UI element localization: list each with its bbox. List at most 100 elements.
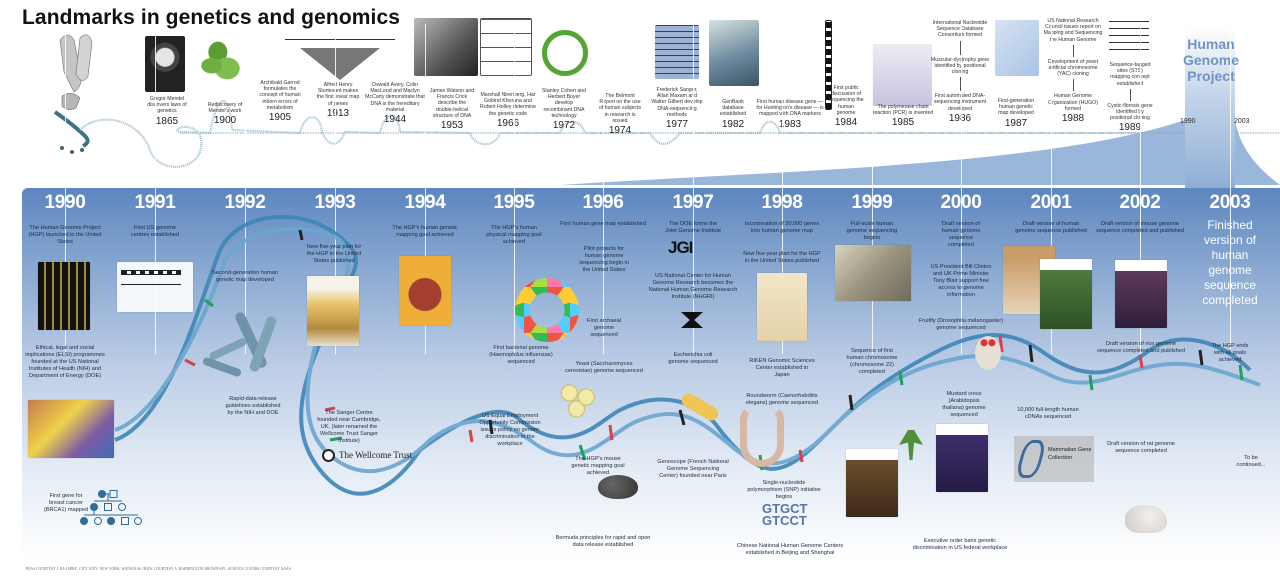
- wellcome-trust-logo-icon: [322, 449, 335, 462]
- event-1990-brca1: First gene for breast cancer (BRCA1) map…: [43, 493, 89, 513]
- year-heading-1997: 1997: [672, 192, 714, 213]
- mgc-logo-text: Mammalian Gene Collection: [1048, 447, 1092, 461]
- pcr-diagram: [872, 44, 932, 106]
- early-event-1982: GenBank database established 1982: [719, 99, 747, 130]
- year-heading-1998: 1998: [761, 192, 803, 213]
- early-event-1984: First public discussion of sequencing th…: [828, 85, 864, 129]
- event-2000-draft-completed: Draft version of human genome sequence c…: [941, 221, 981, 248]
- event-1997-nhgri: US National Center for Human Genome Rese…: [648, 273, 738, 300]
- bacterial-genome-ring-image: [515, 278, 579, 342]
- keyboard-photo: [709, 20, 759, 86]
- year-heading-1993: 1993: [314, 192, 356, 213]
- event-1998-snp: Single-nucleotide polymorphism (SNP) ini…: [747, 480, 821, 500]
- early-event-1865: Gregor Mendel discovers laws of genetics…: [147, 96, 187, 127]
- event-1998-riken: RIKEN Genomic Sciences Center establishe…: [749, 358, 815, 378]
- event-1998-roundworm: Roundworm (Caenorhabditis elegans) genom…: [745, 393, 819, 406]
- chromosome-models-image: [198, 305, 288, 385]
- pea-pods-image: [190, 36, 252, 90]
- early-event-1977: Frederick Sanger, Allan Maxam and Walter…: [651, 87, 703, 131]
- mammalian-gene-collection-logo: Mammalian Gene Collection: [1014, 436, 1094, 482]
- rat-image: [1125, 505, 1167, 533]
- event-1995-bacterial-genome: First bacterial genome (Haemophilus infl…: [489, 345, 553, 365]
- fruitfly-image: [975, 336, 1001, 370]
- nature-cover-2002: [1115, 260, 1167, 328]
- divider-2003: [1230, 24, 1231, 354]
- divider-1992: [245, 24, 246, 354]
- event-2000-fruitfly: Fruitfly (Drosophila melanogaster) genom…: [918, 318, 1004, 331]
- snp-sequence-bottom: GTCCT: [762, 513, 807, 528]
- year-heading-1992: 1992: [224, 192, 266, 213]
- event-2000-executive-order: Executive order bans genetic discriminat…: [912, 538, 1008, 551]
- event-1996-gene-map: First human gene map established: [560, 221, 646, 227]
- early-event-1989: Sequence-tagged sites (STS) mapping conc…: [1107, 62, 1153, 134]
- event-2002-rat-draft: Draft version of rat genome sequence com…: [1107, 441, 1175, 454]
- event-1996-mouse-mapping-goal: The HGP's mouse genetic mapping goal ach…: [571, 456, 625, 476]
- event-2001-draft-published: Draft version of human genome sequence p…: [1015, 221, 1087, 234]
- event-2003-finished-sequence: Finished version of human genome sequenc…: [1202, 218, 1258, 307]
- early-event-1913: Alfred Henry Sturtevant makes the first …: [316, 82, 360, 119]
- year-heading-2000: 2000: [940, 192, 982, 213]
- year-heading-2002: 2002: [1119, 192, 1161, 213]
- year-heading-2001: 2001: [1030, 192, 1072, 213]
- early-event-1974: The Belmont Report on the use of human s…: [598, 93, 642, 137]
- nhgri-logo-icon: [681, 312, 703, 328]
- nature-cover-1999: [846, 449, 898, 517]
- mendel-portrait-image: [145, 36, 185, 92]
- event-1994-genetic-mapping-goal: The HGP's human genetic mapping goal ach…: [392, 225, 458, 238]
- event-1992-data-release: Rapid-data-release guidelines establishe…: [225, 396, 281, 416]
- sequencing-lab-photo: [835, 245, 911, 301]
- early-event-1953: James Watson and Francis Crick describe …: [429, 88, 475, 132]
- divider-2001: [1051, 24, 1052, 354]
- event-1996-bermuda-principles: Bermuda principles for rapid and open da…: [555, 535, 651, 548]
- year-heading-1995: 1995: [493, 192, 535, 213]
- event-1992-genetic-map: Second-generation human genetic map deve…: [212, 270, 278, 283]
- event-1997-jgi: The DOE forms the Joint Genome Institute: [665, 221, 721, 234]
- chromosome-4-ideogram: [825, 20, 832, 110]
- event-1997-genoscope: Genoscope (French National Genome Sequen…: [657, 459, 729, 479]
- science-cover-1993: [307, 276, 359, 346]
- year-heading-1996: 1996: [582, 192, 624, 213]
- watson-crick-photo: [414, 18, 478, 76]
- genetic-physical-map-diagram: [117, 262, 193, 312]
- event-1993-sanger-centre: The Sanger Centre founded near Cambridge…: [317, 410, 381, 444]
- divider-1993: [335, 24, 336, 354]
- mouse-image: [598, 475, 638, 499]
- year-heading-1999: 1999: [851, 192, 893, 213]
- event-1996-archaeal-genome: First archaeal genome sequenced: [587, 318, 621, 338]
- page-title: Landmarks in genetics and genomics: [22, 6, 401, 29]
- early-event-1986: International Nucleotide Sequence Databa…: [930, 20, 990, 124]
- event-2003-to-be-continued: To be continued...: [1236, 455, 1266, 468]
- nature-genetics-cover: [399, 256, 451, 326]
- early-event-1900: Rediscovery of Mendel's work 1900: [207, 102, 243, 127]
- divider-1996: [603, 24, 604, 354]
- image-credits: PEAS COURTESY J. BLAMIRE, CITY UNIV. NEW…: [26, 567, 291, 571]
- event-1990-elsi: Ethical, legal and social implications (…: [25, 345, 105, 379]
- event-1995-physical-mapping-goal: The HGP's human physical mapping goal ac…: [486, 225, 542, 245]
- divider-2002: [1140, 24, 1141, 354]
- nature-cover-2000: [936, 424, 988, 492]
- divider-1998: [782, 24, 783, 354]
- sequencing-gel-image: [655, 25, 699, 79]
- event-2002-rice-draft: Draft version of rice genome sequence co…: [1097, 341, 1186, 354]
- event-1998-30000-genes: Incorporation of 30,000 genes into human…: [744, 221, 820, 234]
- wellcome-trust-logo-text: The Wellcome Trust: [339, 450, 413, 460]
- divider-1997: [693, 24, 694, 354]
- year-heading-1991: 1991: [134, 192, 176, 213]
- jgi-logo: JGI: [668, 238, 693, 257]
- event-1999-chromosome-22: Sequence of first human chromosome (chro…: [846, 348, 898, 375]
- yeast-cells-image: [555, 381, 603, 421]
- codon-table-image: [480, 18, 532, 76]
- event-2000-mustard-cress: Mustard cress (Arabidopsis thaliana) gen…: [942, 391, 986, 418]
- children-photo: [28, 400, 114, 458]
- early-event-1972: Stanley Cohen and Herbert Boyer develop …: [541, 88, 587, 132]
- nature-cover-2001: [1040, 259, 1092, 329]
- event-2001-cdnas: 10,000 full-length human cDNAs sequenced: [1017, 407, 1079, 420]
- event-2002-mouse-draft: Draft version of mouse genome sequence c…: [1096, 221, 1185, 234]
- plasmid-ring-image: [542, 30, 588, 76]
- early-event-1983: First human disease gene — for Huntingto…: [756, 99, 824, 130]
- report-cover-image: [995, 20, 1039, 76]
- mgc-helix-icon: [1014, 440, 1048, 478]
- early-event-1944: Oswald Avery, Colin MacLeod and Maclyn M…: [365, 82, 425, 126]
- hgp-report-image: [38, 262, 90, 330]
- event-1999-full-scale-sequencing: Full-scale human genome sequencing begin…: [846, 221, 898, 241]
